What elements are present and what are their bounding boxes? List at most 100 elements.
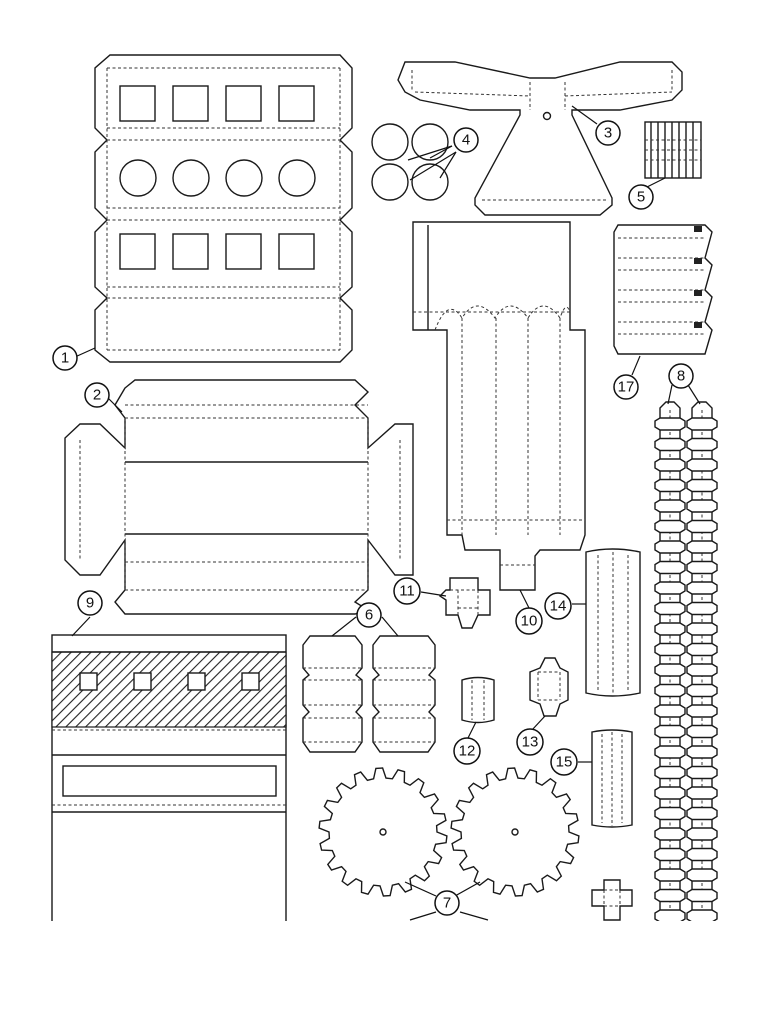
chain-tooth xyxy=(686,478,718,493)
chain-tooth xyxy=(654,704,686,718)
chain-tooth xyxy=(654,765,686,780)
gear-right xyxy=(450,767,580,897)
chain-tooth xyxy=(654,560,686,575)
chain-tooth xyxy=(654,847,686,862)
chain-tooth xyxy=(654,806,686,821)
part-1-shape xyxy=(94,54,353,363)
chain-tooth xyxy=(686,724,718,739)
chain-tooth xyxy=(654,540,686,554)
chain-tooth xyxy=(686,437,718,452)
leader-lines xyxy=(71,105,701,921)
part-1-label: 1 xyxy=(52,345,78,371)
part-10-label: 10 xyxy=(515,607,543,635)
chain-tooth xyxy=(686,560,718,575)
chain-tooth xyxy=(654,458,686,472)
chain-tooth xyxy=(686,458,718,472)
part-13-label: 13 xyxy=(516,728,544,756)
chain-tooth xyxy=(686,601,718,616)
chain-tooth xyxy=(654,909,686,923)
part-3-label: 3 xyxy=(595,120,621,146)
chain-tooth xyxy=(654,888,686,903)
chain-tooth xyxy=(654,622,686,636)
chain-tooth xyxy=(686,847,718,862)
chain-tooth xyxy=(686,909,718,923)
chain-tooth xyxy=(654,642,686,657)
chain-tooth xyxy=(686,642,718,657)
part-15-label: 15 xyxy=(550,748,578,776)
chain-tooth xyxy=(686,745,718,759)
part-14-shape xyxy=(585,548,641,697)
chain-tooth xyxy=(654,417,686,431)
chain-tooth xyxy=(686,540,718,554)
part-5-label: 5 xyxy=(628,184,654,210)
chain-tooth xyxy=(686,581,718,595)
part-6-number: 6 xyxy=(365,607,373,624)
part-4-label: 4 xyxy=(453,127,479,153)
part-15-shape xyxy=(591,729,633,828)
chain-tooth xyxy=(654,745,686,759)
chain-tooth xyxy=(654,581,686,595)
chain-tooth xyxy=(686,519,718,534)
part-3-shape xyxy=(397,61,683,216)
part-11-shape xyxy=(438,577,491,629)
chain-tooth xyxy=(654,437,686,452)
part-9-shape xyxy=(51,634,287,926)
chain-tooth xyxy=(686,499,718,513)
sheet-bottom-margin xyxy=(0,921,768,1024)
chain-tooth xyxy=(654,786,686,800)
part-8-number: 8 xyxy=(677,368,685,385)
part-2-shape xyxy=(64,379,414,615)
part-8-shape xyxy=(654,401,718,923)
part-17-label: 17 xyxy=(613,374,639,400)
chain-tooth xyxy=(686,683,718,698)
part-9-label: 9 xyxy=(77,590,103,616)
chain-tooth xyxy=(686,704,718,718)
chain-tooth xyxy=(686,868,718,882)
chain-tooth xyxy=(654,499,686,513)
part-11-number: 11 xyxy=(399,583,415,600)
part-14-number: 14 xyxy=(550,598,567,615)
chain-tooth xyxy=(686,765,718,780)
part-4-shape xyxy=(371,123,449,201)
part-13-number: 13 xyxy=(522,734,539,751)
part-5-number: 5 xyxy=(637,189,645,206)
part-4-number: 4 xyxy=(462,132,470,149)
part-12-shape xyxy=(461,676,495,724)
chain-tooth xyxy=(654,683,686,698)
part-17-number: 17 xyxy=(618,379,635,396)
chain-tooth xyxy=(686,417,718,431)
chain-tooth xyxy=(654,478,686,493)
part-7-label: 7 xyxy=(434,890,460,916)
part-11-label: 11 xyxy=(393,577,421,605)
chain-tooth xyxy=(686,786,718,800)
part-6-label: 6 xyxy=(356,602,382,628)
chain-tooth xyxy=(686,827,718,841)
part-7-number: 7 xyxy=(443,895,451,912)
chain-tooth xyxy=(686,888,718,903)
part-1-number: 1 xyxy=(61,350,69,367)
part-2-label: 2 xyxy=(84,382,110,408)
part-10-number: 10 xyxy=(521,613,538,630)
gear-left-hole xyxy=(379,828,387,836)
gear-left xyxy=(318,767,448,897)
chain-tooth xyxy=(654,663,686,677)
part-5-shape xyxy=(644,121,702,179)
part-14-label: 14 xyxy=(544,592,572,620)
chain-tooth xyxy=(654,868,686,882)
part-12-label: 12 xyxy=(453,737,481,765)
part-8-label: 8 xyxy=(668,363,694,389)
chain-tooth xyxy=(686,663,718,677)
part-10-shape xyxy=(412,221,586,591)
chain-tooth xyxy=(654,519,686,534)
gear-right-hole xyxy=(511,828,519,836)
chain-tooth xyxy=(654,724,686,739)
chain-tooth xyxy=(654,601,686,616)
part-8-teeth xyxy=(654,417,718,923)
chain-tooth xyxy=(686,806,718,821)
part-2-number: 2 xyxy=(93,387,101,404)
part-6-shape xyxy=(302,635,436,753)
part-3-number: 3 xyxy=(604,125,612,142)
part-17-shape xyxy=(613,224,713,355)
part-13-shape xyxy=(529,657,569,717)
